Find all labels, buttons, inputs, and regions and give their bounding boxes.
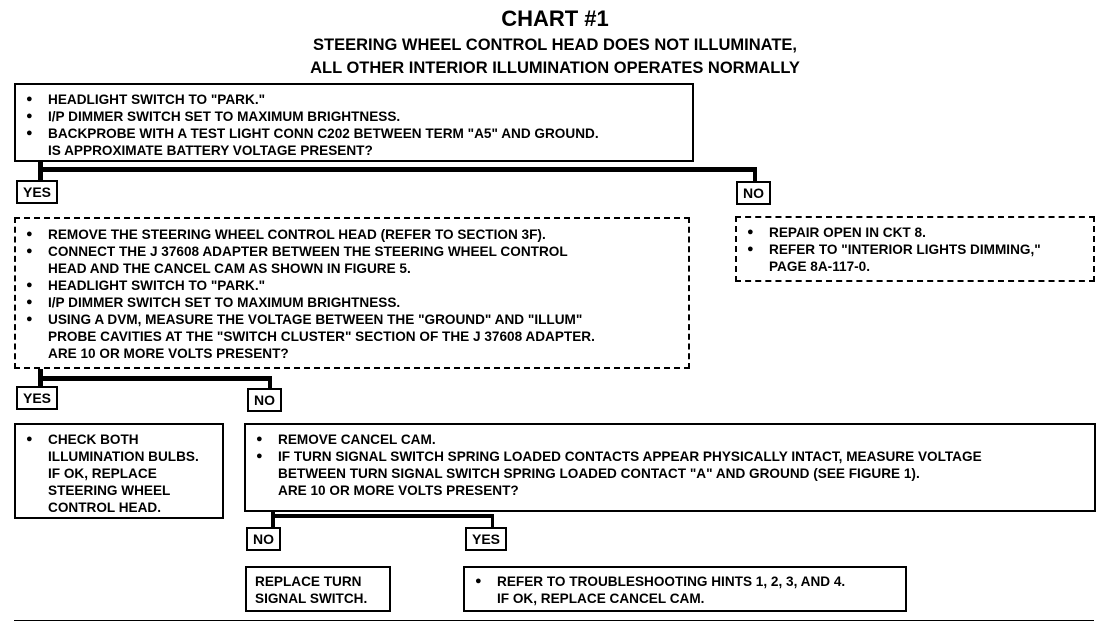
step1-item: HEADLIGHT SWITCH TO "PARK." [16,91,692,108]
step3-yes-label: YES [465,527,508,551]
step2-yes-item-cont: STEERING WHEEL [48,483,171,498]
step2-question: ARE 10 OR MORE VOLTS PRESENT? [48,346,289,361]
step1-box: HEADLIGHT SWITCH TO "PARK." I/P DIMMER S… [14,83,694,162]
chart-subtitle-line-1: STEERING WHEEL CONTROL HEAD DOES NOT ILL… [312,36,797,54]
step1-no-label: NO [736,181,771,205]
step2-item: I/P DIMMER SWITCH SET TO MAXIMUM BRIGHTN… [16,294,688,311]
step2-item: CONNECT THE J 37608 ADAPTER BETWEEN THE … [16,243,688,260]
connector-step2-branch [38,376,272,381]
chart-title: CHART #1 [501,6,609,31]
step3-box: REMOVE CANCEL CAM. IF TURN SIGNAL SWITCH… [244,423,1096,512]
step3-question: ARE 10 OR MORE VOLTS PRESENT? [278,483,519,498]
step3-yes-result-box: REFER TO TROUBLESHOOTING HINTS 1, 2, 3, … [463,566,907,612]
connector-step1-no-drop [753,167,757,181]
step2-item: REMOVE THE STEERING WHEEL CONTROL HEAD (… [16,226,688,243]
step1-no-item: REPAIR OPEN IN CKT 8. [737,224,1093,241]
step2-item: HEADLIGHT SWITCH TO "PARK." [16,277,688,294]
step3-yes-item: REFER TO TROUBLESHOOTING HINTS 1, 2, 3, … [465,573,905,590]
step2-item: USING A DVM, MEASURE THE VOLTAGE BETWEEN… [16,311,688,328]
step3-no-label: NO [246,527,281,551]
step3-item-cont: BETWEEN TURN SIGNAL SWITCH SPRING LOADED… [278,466,920,481]
connector-step3-stem [271,511,275,527]
step2-yes-result-box: CHECK BOTH ILLUMINATION BULBS. IF OK, RE… [14,423,224,519]
step2-no-label: NO [247,388,282,412]
step1-item: I/P DIMMER SWITCH SET TO MAXIMUM BRIGHTN… [16,108,692,125]
connector-step3-branch [271,514,494,518]
connector-step3-yes-drop [491,514,494,527]
step2-item-cont: PROBE CAVITIES AT THE "SWITCH CLUSTER" S… [48,329,595,344]
step3-no-line: REPLACE TURN [255,574,362,589]
step2-yes-item-cont: CONTROL HEAD. [48,500,162,515]
step2-yes-item-cont: ILLUMINATION BULBS. [48,449,199,464]
step1-no-item: REFER TO "INTERIOR LIGHTS DIMMING," [737,241,1093,258]
step1-yes-label: YES [16,180,59,204]
chart-subtitle-line-2: ALL OTHER INTERIOR ILLUMINATION OPERATES… [310,59,800,77]
step3-yes-item-cont: IF OK, REPLACE CANCEL CAM. [497,591,705,606]
page-bottom-rule [14,620,1094,621]
step2-yes-item-cont: IF OK, REPLACE [48,466,157,481]
step3-no-result-box: REPLACE TURN SIGNAL SWITCH. [245,566,391,612]
step2-box: REMOVE THE STEERING WHEEL CONTROL HEAD (… [14,217,690,369]
connector-step2-no-drop [268,376,272,388]
step2-item-cont: HEAD AND THE CANCEL CAM AS SHOWN IN FIGU… [48,261,411,276]
step1-no-item-cont: PAGE 8A-117-0. [769,259,870,274]
step3-item: IF TURN SIGNAL SWITCH SPRING LOADED CONT… [246,448,1094,465]
step1-question: IS APPROXIMATE BATTERY VOLTAGE PRESENT? [48,143,373,158]
step1-no-result-box: REPAIR OPEN IN CKT 8. REFER TO "INTERIOR… [735,216,1095,282]
step2-yes-item: CHECK BOTH [16,431,222,448]
connector-step1-branch [38,167,756,172]
step3-item: REMOVE CANCEL CAM. [246,431,1094,448]
step3-no-line: SIGNAL SWITCH. [255,591,368,606]
step2-yes-label: YES [16,386,59,410]
step1-item: BACKPROBE WITH A TEST LIGHT CONN C202 BE… [16,125,692,142]
